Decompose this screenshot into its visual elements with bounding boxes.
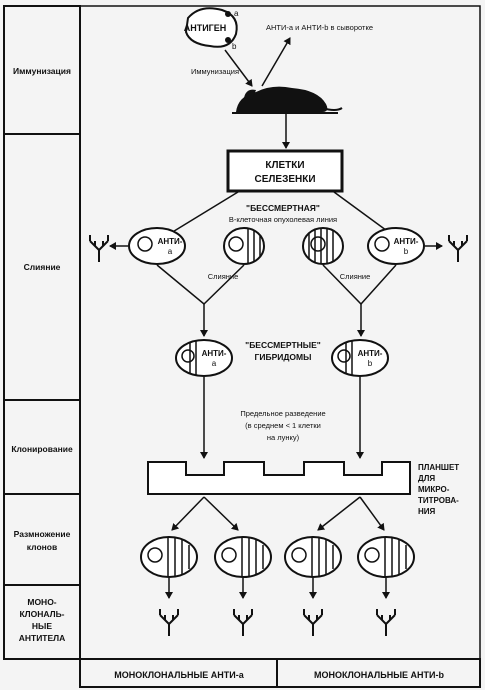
epitope-b-label: b — [232, 42, 237, 51]
fusion-lines-left — [156, 264, 245, 306]
footer-right: МОНОКЛОНАЛЬНЫЕ АНТИ-b — [314, 670, 444, 680]
spleen-line2: СЕЛЕЗЕНКИ — [254, 174, 315, 185]
myeloma-cell-right — [302, 227, 344, 265]
stage-expansion: Размножение — [14, 529, 71, 539]
spleen-line1: КЛЕТКИ — [265, 160, 304, 171]
antigen: АНТИГЕН a b — [184, 7, 239, 51]
serum-arrow — [261, 37, 291, 87]
fusion-lines-right — [322, 264, 397, 306]
myeloma-line1: "БЕССМЕРТНАЯ" — [246, 203, 320, 213]
serum-label: АНТИ-a и АНТИ-b в сыворотке — [266, 23, 373, 32]
cell-a-letter: a — [168, 247, 173, 256]
plate-line1: ПЛАНШЕТ — [418, 463, 459, 472]
antigen-label: АНТИГЕН — [184, 23, 227, 33]
antibody-arrows — [165, 578, 390, 599]
monoclonal-antibody-icon — [376, 608, 396, 637]
footer-left: МОНОКЛОНАЛЬНЫЕ АНТИ-a — [114, 670, 244, 680]
antibody-icon — [448, 234, 468, 263]
stage-mab-1: МОНО- — [27, 597, 56, 607]
stage-mab-3: НЫЕ — [32, 621, 52, 631]
plate-line3: МИКРО- — [418, 485, 450, 494]
hybridoma-b-anti: АНТИ- — [358, 349, 383, 358]
monoclonal-antibody-icon — [159, 608, 179, 637]
myeloma-cell-left — [223, 227, 265, 265]
stage-immunization: Иммунизация — [13, 66, 71, 76]
myeloma-line2: В-клеточная опухолевая линия — [229, 215, 337, 224]
hybridoma-a-letter: a — [212, 359, 217, 368]
spleen-cells-box — [226, 149, 344, 193]
fusion-label-left: Слияние — [208, 272, 239, 281]
clone-cell-b1 — [284, 536, 342, 578]
stage-expansion-2: клонов — [27, 542, 57, 552]
stage-column — [3, 5, 81, 660]
stage-cloning: Клонирование — [11, 444, 73, 454]
plate-line4: ТИТРОВА- — [418, 496, 459, 505]
epitope-a-label: a — [234, 9, 239, 18]
hybridoma-anti-a: АНТИ- a — [175, 339, 233, 377]
stage-mab-2: КЛОНАЛЬ- — [19, 609, 64, 619]
fusion-label-right: Слияние — [340, 272, 371, 281]
hybridoma-b-letter: b — [368, 359, 373, 368]
cell-b-anti: АНТИ- — [394, 237, 419, 246]
cell-anti-a: АНТИ- a — [128, 227, 186, 265]
clone-cell-a2 — [214, 536, 272, 578]
cell-b-letter: b — [404, 247, 409, 256]
plate-line5: НИЯ — [418, 507, 436, 516]
hybridoma-a-anti: АНТИ- — [202, 349, 227, 358]
hybridomas-line2: ГИБРИДОМЫ — [255, 352, 312, 362]
spleen-to-anti-a-arrow — [165, 191, 239, 237]
dilution-line3: на лунку) — [267, 433, 300, 442]
cell-a-anti: АНТИ- — [158, 237, 183, 246]
monoclonal-antibody-icon — [303, 608, 323, 637]
clone-cell-b2 — [357, 536, 415, 578]
stage-mab-4: АНТИТЕЛА — [19, 633, 66, 643]
monoclonal-antibody-icon — [233, 608, 253, 637]
epitope-b-dot — [225, 37, 231, 43]
mouse-icon — [232, 86, 343, 114]
clone-cell-a1 — [140, 536, 198, 578]
plate-line2: ДЛЯ — [418, 474, 435, 483]
immunization-label: Иммунизация — [191, 67, 239, 76]
hybridoma-anti-b: АНТИ- b — [331, 339, 389, 377]
hybridomas-line1: "БЕССМЕРТНЫЕ" — [245, 340, 321, 350]
dilution-line2: (в среднем < 1 клетки — [245, 421, 321, 430]
antibody-icon — [89, 234, 109, 263]
dilution-line1: Предельное разведение — [240, 409, 325, 418]
stage-fusion: Слияние — [24, 262, 61, 272]
footer-box — [79, 658, 481, 688]
cell-anti-b: АНТИ- b — [367, 227, 425, 265]
microtiter-plate — [147, 461, 411, 495]
expansion-arrows — [171, 496, 385, 531]
epitope-a-dot — [225, 11, 231, 17]
immunization-arrow — [224, 49, 253, 87]
